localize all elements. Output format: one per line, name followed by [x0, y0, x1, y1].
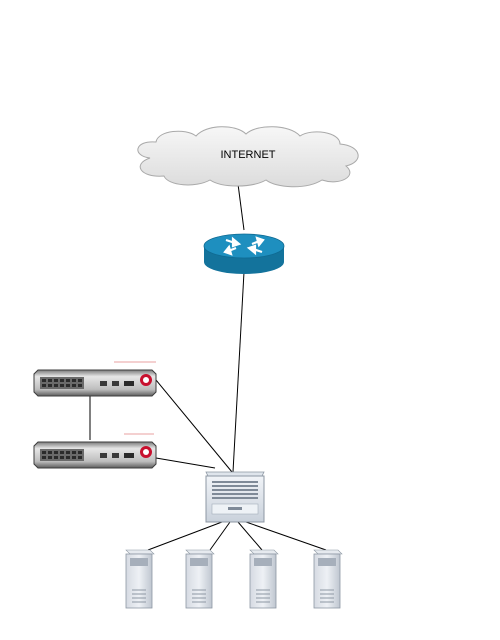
- router: [203, 233, 285, 274]
- server-3: [249, 549, 279, 609]
- server-tower-icon: [125, 549, 155, 609]
- load-balancer-2: [33, 433, 157, 469]
- link-switch-server3: [237, 521, 263, 551]
- cloud-icon: [137, 126, 359, 188]
- server-4: [313, 549, 343, 609]
- switch-chassis-icon: [205, 471, 265, 523]
- server-1: [125, 549, 155, 609]
- link-cloud-router: [237, 183, 245, 231]
- internet-cloud: INTERNET: [137, 126, 359, 188]
- cloud-label: INTERNET: [221, 149, 276, 161]
- server-tower-icon: [185, 549, 215, 609]
- server-tower-icon: [313, 549, 343, 609]
- link-switch-server1: [147, 521, 223, 551]
- router-icon: [203, 233, 285, 274]
- core-switch: [205, 471, 265, 523]
- link-appliance1-switch: [155, 379, 233, 473]
- load-balancer-1: [33, 361, 157, 397]
- link-router-switch: [232, 271, 245, 473]
- link-switch-server2: [209, 521, 231, 551]
- link-appliance2-switch: [155, 457, 216, 469]
- f5-load-balancer-icon: [33, 361, 157, 397]
- server-2: [185, 549, 215, 609]
- server-tower-icon: [249, 549, 279, 609]
- link-switch-server4: [245, 521, 327, 551]
- f5-load-balancer-icon: [33, 433, 157, 469]
- links: [89, 183, 327, 551]
